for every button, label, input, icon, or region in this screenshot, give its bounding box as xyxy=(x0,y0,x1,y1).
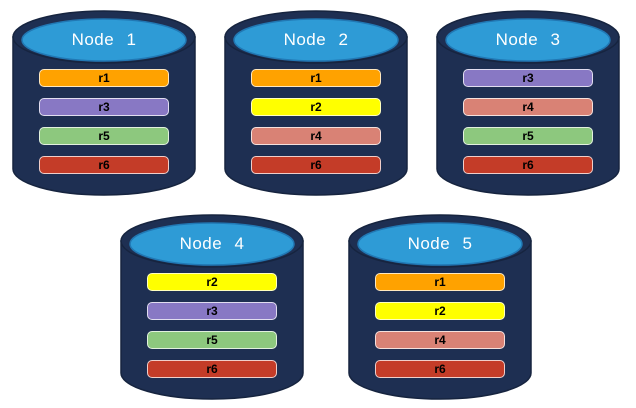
replica-bar-r2: r2 xyxy=(251,98,381,116)
replica-bar-r4: r4 xyxy=(463,98,593,116)
database-node-2: Node 2 r1 r2 r4 r6 xyxy=(224,10,408,196)
replica-bar-r3: r3 xyxy=(463,69,593,87)
replica-bar-r3: r3 xyxy=(39,98,169,116)
replica-bar-r5: r5 xyxy=(147,331,277,349)
replica-bar-r6: r6 xyxy=(147,360,277,378)
node-label: Node 1 xyxy=(71,30,137,49)
database-node-3: Node 3 r3 r4 r5 r6 xyxy=(436,10,620,196)
replica-bar-r1: r1 xyxy=(39,69,169,87)
replica-bar-r5: r5 xyxy=(463,127,593,145)
replica-bar-r6: r6 xyxy=(39,156,169,174)
replica-list: r1 r2 r4 r6 xyxy=(375,273,505,389)
replica-bar-r4: r4 xyxy=(375,331,505,349)
replica-bar-r6: r6 xyxy=(251,156,381,174)
replica-bar-r2: r2 xyxy=(147,273,277,291)
node-label: Node 3 xyxy=(495,30,561,49)
node-label: Node 2 xyxy=(283,30,349,49)
replica-bar-r1: r1 xyxy=(375,273,505,291)
database-node-4: Node 4 r2 r3 r5 r6 xyxy=(120,214,304,400)
replica-bar-r5: r5 xyxy=(39,127,169,145)
replica-bar-r3: r3 xyxy=(147,302,277,320)
replica-bar-r2: r2 xyxy=(375,302,505,320)
node-label: Node 5 xyxy=(407,234,473,253)
replica-bar-r6: r6 xyxy=(375,360,505,378)
database-node-5: Node 5 r1 r2 r4 r6 xyxy=(348,214,532,400)
node-label: Node 4 xyxy=(179,234,245,253)
replica-list: r2 r3 r5 r6 xyxy=(147,273,277,389)
database-node-1: Node 1 r1 r3 r5 r6 xyxy=(12,10,196,196)
replica-list: r3 r4 r5 r6 xyxy=(463,69,593,185)
replica-list: r1 r3 r5 r6 xyxy=(39,69,169,185)
replica-bar-r1: r1 xyxy=(251,69,381,87)
replica-list: r1 r2 r4 r6 xyxy=(251,69,381,185)
replica-bar-r6: r6 xyxy=(463,156,593,174)
replica-bar-r4: r4 xyxy=(251,127,381,145)
